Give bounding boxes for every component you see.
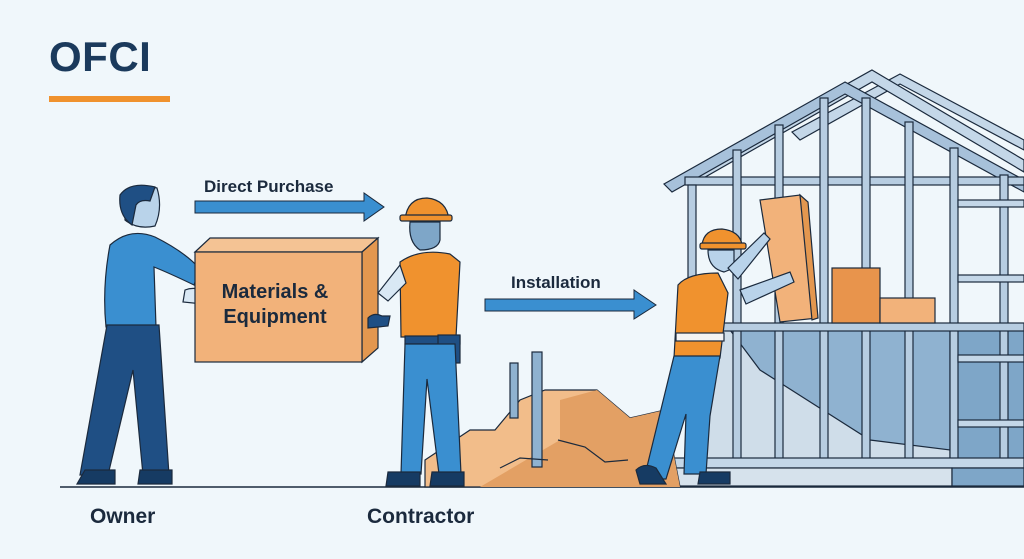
box-label-line1: Materials & (221, 281, 329, 303)
installation-label: Installation (511, 273, 601, 292)
materials-box-illustration (193, 236, 380, 364)
page-title: OFCI (49, 33, 152, 80)
title-underline (49, 96, 170, 102)
installer-figure-illustration (635, 193, 819, 485)
sand-pile-illustration (424, 351, 681, 488)
contractor-figure-illustration (367, 197, 465, 487)
owner-figure-illustration (75, 184, 210, 485)
materials-equipment-label: Materials & Equipment (200, 280, 350, 330)
direct-purchase-label: Direct Purchase (204, 177, 334, 196)
direct-purchase-arrow (194, 192, 385, 222)
contractor-label: Contractor (367, 505, 475, 528)
box-label-line2: Equipment (223, 306, 327, 328)
owner-label: Owner (90, 505, 156, 528)
installation-arrow (484, 289, 657, 320)
